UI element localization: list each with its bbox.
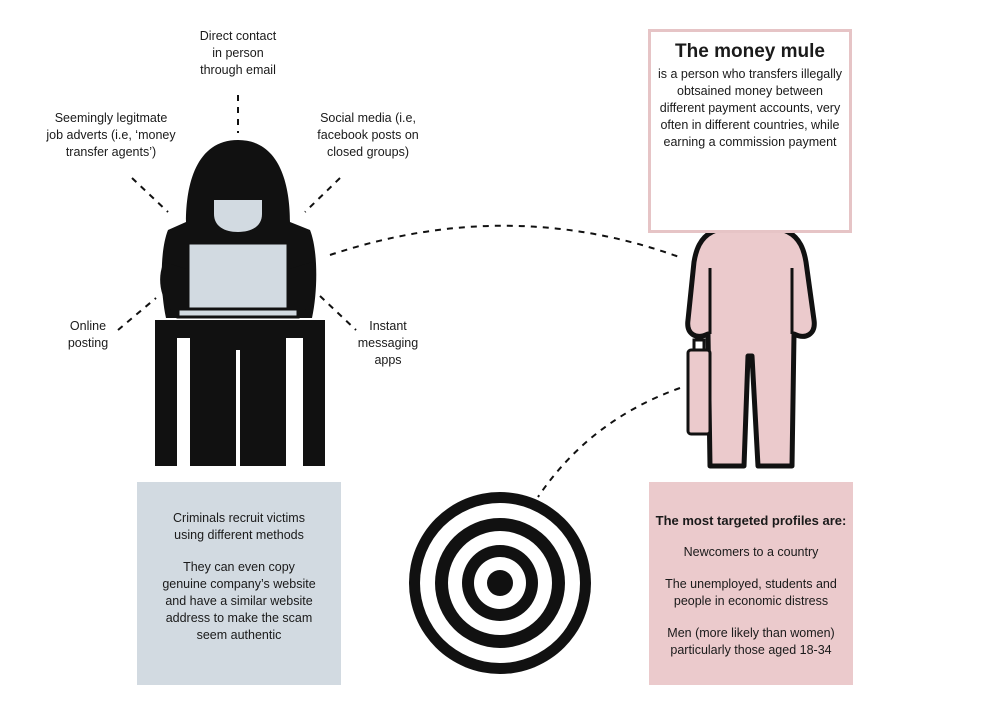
profile-item-unemployed: The unemployed, students and people in e… (665, 577, 837, 608)
connector-criminal-to-mule (329, 224, 683, 259)
label-online-posting: Online posting (67, 319, 109, 350)
criminals-recruit-text: Criminals recruit victims using differen… (173, 511, 305, 542)
money-mule-description: is a person who transfers illegally obts… (657, 67, 843, 149)
connector-social-media (304, 177, 341, 213)
money-mule-definition-box: The money mule is a person who transfers… (648, 29, 852, 233)
connector-online-posting (117, 297, 157, 331)
profile-item-newcomers: Newcomers to a country (683, 545, 819, 559)
label-instant-messaging: Instant messaging apps (357, 319, 419, 367)
hooded-criminal-at-laptop-icon (155, 140, 325, 466)
label-job-adverts: Seemingly legitmate job adverts (i.e, ‘m… (46, 111, 176, 159)
targeted-profiles-heading: The most targeted profiles are: (655, 513, 847, 528)
connector-instant-messaging (319, 295, 357, 331)
label-direct-contact: Direct contact in person through email (199, 29, 277, 77)
money-mule-title: The money mule (675, 41, 825, 62)
website-copy-text: They can even copy genuine company’s web… (162, 560, 316, 642)
target-icon (409, 492, 591, 674)
criminals-info-box: Criminals recruit victims using differen… (137, 482, 341, 685)
label-social-media: Social media (i.e, facebook posts on clo… (317, 111, 419, 159)
profile-item-men: Men (more likely than women) particularl… (667, 626, 835, 657)
targeted-profiles-box: The most targeted profiles are: Newcomer… (649, 482, 853, 685)
connector-job-adverts (131, 177, 169, 213)
connector-mule-to-target (537, 387, 681, 498)
briefcase-icon (686, 338, 712, 436)
